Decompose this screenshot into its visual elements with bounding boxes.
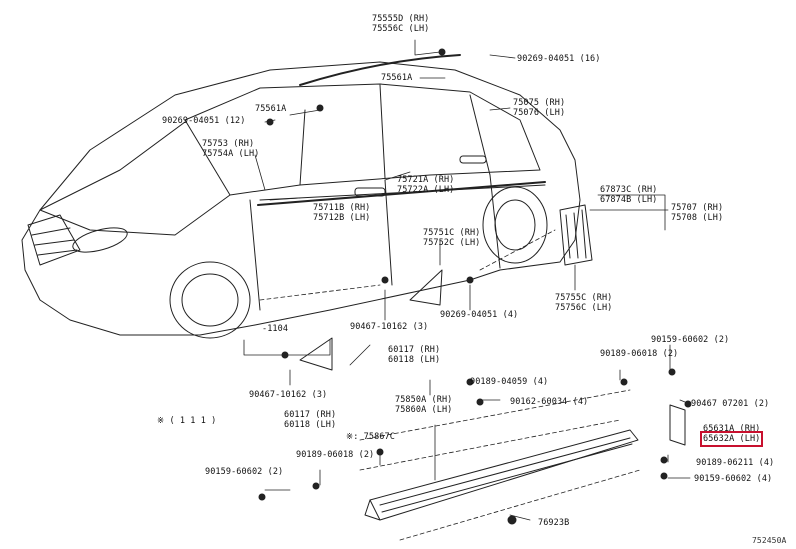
- callout-line: 90269-04051 (4): [440, 310, 519, 320]
- callout-line: 75850A (RH): [395, 395, 453, 405]
- callout-90269-04051-4[interactable]: 90269-04051 (4): [440, 310, 518, 320]
- callout-75711b[interactable]: 75711B (RH) 75712B (LH): [313, 203, 370, 223]
- mud-guard: [559, 204, 593, 266]
- callout-line: 75752C (LH): [423, 238, 481, 248]
- callout-76923b[interactable]: 76923B: [538, 518, 569, 528]
- rear-wheel: [482, 186, 548, 264]
- callout-75707[interactable]: 75707 (RH) 75708 (LH): [671, 203, 723, 223]
- car-body-outline: [21, 61, 581, 336]
- callout-line: 75860A (LH): [395, 405, 453, 415]
- callout-line: 75754A (LH): [202, 149, 260, 159]
- callout-90189-04059[interactable]: 90189-04059 (4): [470, 377, 548, 387]
- callout-line: 75556C (LH): [372, 24, 430, 34]
- callout-line: 90269-04051 (16): [517, 54, 601, 64]
- callout-75751c[interactable]: 75751C (RH) 75752C (LH): [423, 228, 480, 248]
- front-wheel: [169, 261, 251, 339]
- callout-90269-04051-16[interactable]: 90269-04051 (16): [517, 54, 600, 64]
- callout-75850a[interactable]: 75850A (RH) 75860A (LH): [395, 395, 452, 415]
- callout-line: 90159-60602 (2): [651, 335, 730, 345]
- callout-line: 90467 07201 (2): [691, 399, 770, 409]
- callout-line: 75753 (RH): [202, 139, 255, 149]
- callout-60117-b[interactable]: 60117 (RH) 60118 (LH): [284, 410, 336, 430]
- callout-line: 75751C (RH): [423, 228, 481, 238]
- note-left: ※ ( 1 1 1 ): [157, 416, 217, 426]
- callout-60117-a[interactable]: 60117 (RH) 60118 (LH): [388, 345, 440, 365]
- callout-line: 75075 (RH): [513, 98, 566, 108]
- callout-90189-06018-a[interactable]: 90189-06018 (2): [600, 349, 678, 359]
- callout-90189-06018-b[interactable]: 90189-06018 (2): [296, 450, 374, 460]
- callout-line: 75721A (RH): [397, 175, 455, 185]
- callout-line: 65631A (RH): [703, 424, 761, 434]
- callout-67873c[interactable]: 67873C (RH) 67874B (LH): [600, 185, 657, 205]
- callout-75075[interactable]: 75075 (RH) 75076 (LH): [513, 98, 565, 118]
- callout-75867c[interactable]: ※: 75867C: [346, 432, 395, 442]
- callout-line: 67873C (RH): [600, 185, 658, 195]
- callout-line: 67874B (LH): [600, 195, 658, 205]
- callout-75561a-left[interactable]: 75561A: [255, 104, 286, 114]
- callout-line: 90159-60602 (2): [205, 467, 284, 477]
- side-molding: [257, 181, 546, 206]
- callout-line: 75561A: [255, 104, 287, 114]
- callout-line: 90269-04051 (12): [162, 116, 246, 126]
- grille: [27, 214, 81, 266]
- figure-code: 752450A: [752, 536, 787, 545]
- callout-line: 75708 (LH): [671, 213, 724, 223]
- callout-90189-06211[interactable]: 90189-06211 (4): [696, 458, 774, 468]
- headlight: [72, 227, 128, 253]
- callout-90159-60602-c[interactable]: 90159-60602 (4): [694, 474, 772, 484]
- callout-line: 75076 (LH): [513, 108, 566, 118]
- callout-line: 90162-60034 (4): [510, 397, 589, 407]
- roof-molding: [299, 54, 461, 86]
- callout-75555d[interactable]: 75555D (RH) 75556C (LH): [372, 14, 429, 34]
- callout-line: 75707 (RH): [671, 203, 724, 213]
- callout-line: 75755C (RH): [555, 293, 613, 303]
- callout-line: 75722A (LH): [397, 185, 455, 195]
- rocker-trim: [409, 269, 443, 306]
- callout-line: 60117 (RH): [284, 410, 337, 420]
- callout-line: 90189-06211 (4): [696, 458, 775, 468]
- callout-90269-04051-12[interactable]: 90269-04051 (12): [162, 116, 245, 126]
- callout-75753[interactable]: 75753 (RH) 75754A (LH): [202, 139, 259, 159]
- callout-90467-07201[interactable]: 90467 07201 (2): [691, 399, 769, 409]
- callout-line: 90189-06018 (2): [296, 450, 375, 460]
- callout-line: 90467-10162 (3): [249, 390, 328, 400]
- callout-line: 90189-04059 (4): [470, 377, 549, 387]
- callout-65632a-highlighted[interactable]: 65632A (LH): [699, 431, 764, 447]
- callout-90159-60602-a[interactable]: 90159-60602 (2): [651, 335, 729, 345]
- callout-90467-10162-a[interactable]: 90467-10162 (3): [350, 322, 428, 332]
- callout-line: 75561A: [381, 73, 413, 83]
- callout-line: ※: 75867C: [346, 432, 395, 442]
- callout-90162-60034[interactable]: 90162-60034 (4): [510, 397, 588, 407]
- callout-line: 76923B: [538, 518, 570, 528]
- rocker-molding: [369, 429, 639, 521]
- hood-outline: [39, 121, 231, 236]
- callout-line: 60118 (LH): [284, 420, 337, 430]
- callout-75561a[interactable]: 75561A: [381, 73, 412, 83]
- callout-90467-10162-b[interactable]: 90467-10162 (3): [249, 390, 327, 400]
- callout-line: 75756C (LH): [555, 303, 613, 313]
- callout-line: 75555D (RH): [372, 14, 430, 24]
- callout-line: 75712B (LH): [313, 213, 371, 223]
- callout-90159-60602-b[interactable]: 90159-60602 (2): [205, 467, 283, 477]
- callout-75755c[interactable]: 75755C (RH) 75756C (LH): [555, 293, 612, 313]
- callout-line: 60118 (LH): [388, 355, 441, 365]
- callout-line: 90467-10162 (3): [350, 322, 429, 332]
- callout-line: 90159-60602 (4): [694, 474, 773, 484]
- callout-line: 75711B (RH): [313, 203, 371, 213]
- callout-65631a[interactable]: 65631A (RH): [703, 424, 760, 434]
- callout-line: 65632A (LH): [703, 434, 761, 444]
- bracket-label: -1104: [262, 324, 289, 334]
- callout-line: 90189-06018 (2): [600, 349, 679, 359]
- callout-line: 60117 (RH): [388, 345, 441, 355]
- callout-75721a[interactable]: 75721A (RH) 75722A (LH): [397, 175, 454, 195]
